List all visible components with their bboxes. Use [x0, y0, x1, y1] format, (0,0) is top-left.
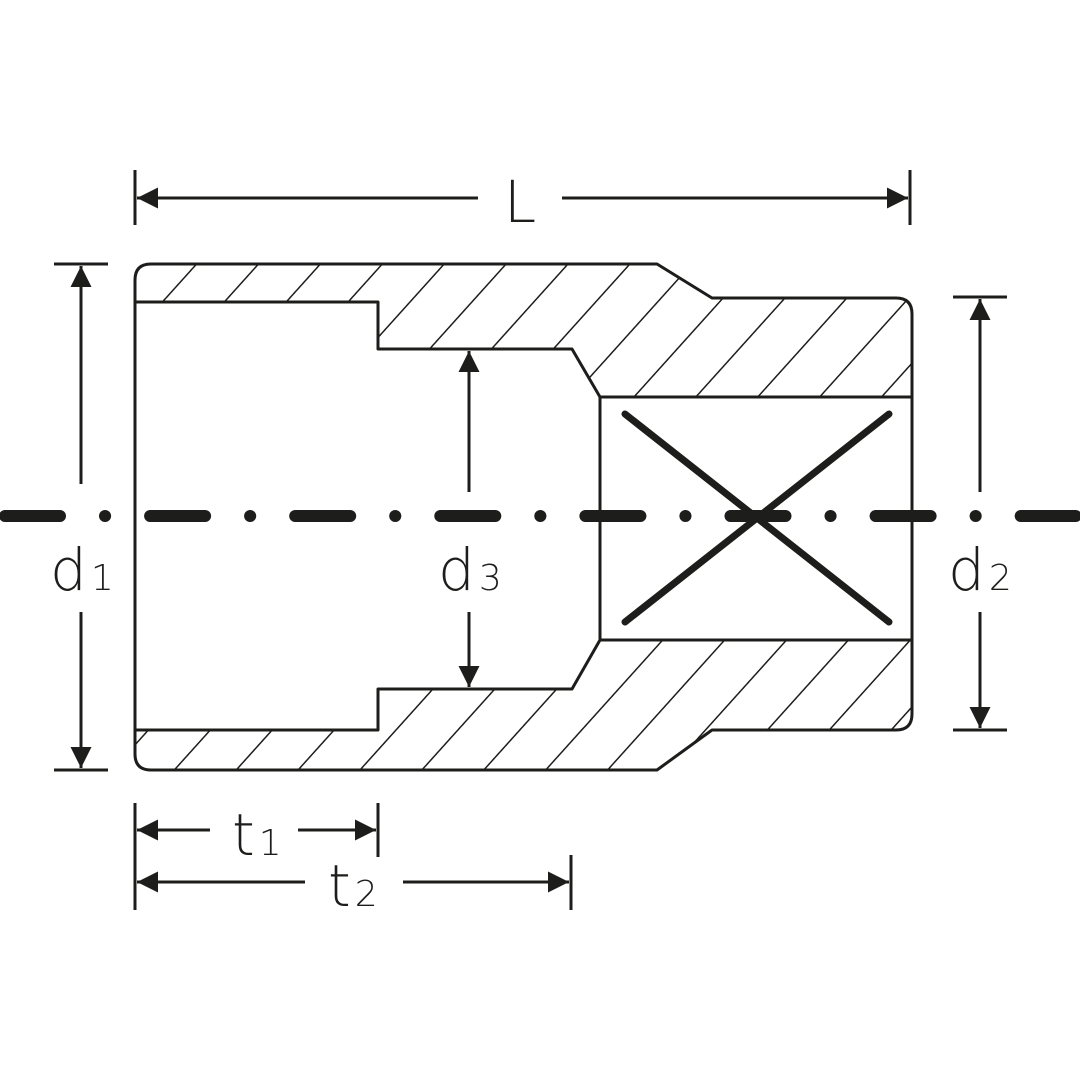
- socket-wall-bottom: [133, 638, 914, 772]
- socket-wall-top: [133, 262, 914, 399]
- dimension-L: L: [133, 168, 912, 236]
- dimension-L-label: L: [504, 168, 536, 236]
